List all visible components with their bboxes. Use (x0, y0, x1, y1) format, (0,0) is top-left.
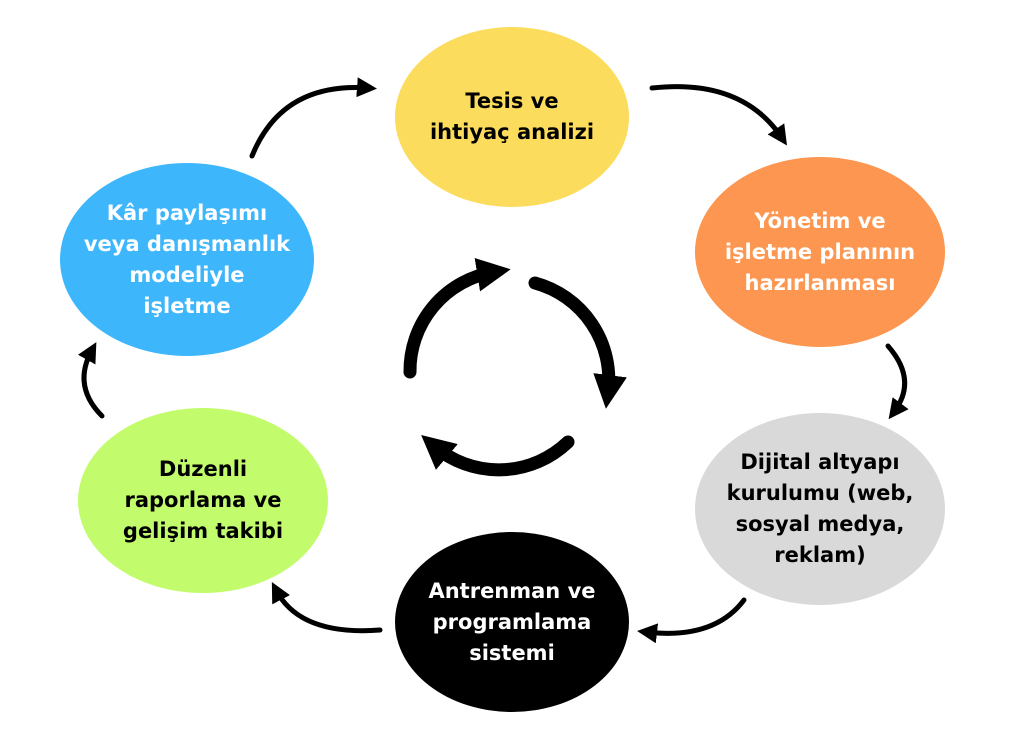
step-label-line: Düzenli (158, 457, 248, 481)
step-label-line: Antrenman ve (428, 578, 596, 603)
step-label-line: işletme planının (724, 239, 916, 264)
step-label: Dijital altyapı kurulumu (web, sosyal me… (727, 447, 914, 571)
step-label-line: Yönetim ve (754, 208, 886, 233)
step-label-line: sistemi (469, 640, 555, 665)
center-arrow-bottom (421, 435, 575, 477)
step-label-line: modeliyle (129, 262, 245, 287)
step-label-line: ihtiyaç analizi (429, 120, 595, 144)
step-label-line: kurulumu (web, (726, 481, 914, 505)
center-arrow-right (528, 276, 627, 409)
arrow-step1-to-step2 (649, 84, 787, 146)
arrow-step3-to-step4 (637, 597, 747, 644)
step-label: Düzenli raporlama ve gelişim takibi (123, 454, 283, 547)
step-label-line: işletme (143, 293, 231, 318)
arrow-step4-to-step5 (271, 582, 383, 634)
step-label-line: reklam) (774, 543, 866, 567)
step-facility-needs-analysis: Tesis ve ihtiyaç analizi (395, 27, 629, 207)
step-profit-sharing-model: Kâr paylaşımı veya danışmanlık modeliyle… (60, 163, 314, 356)
step-label-line: gelişim takibi (122, 519, 284, 543)
step-label-line: raporlama ve (124, 488, 282, 512)
step-management-plan: Yönetim ve işletme planının hazırlanması (695, 157, 945, 347)
step-label: Antrenman ve programlama sistemi (428, 576, 595, 669)
arrow-step2-to-step3 (885, 343, 909, 420)
step-label: Kâr paylaşımı veya danışmanlık modeliyle… (84, 198, 290, 322)
center-arrow-left (403, 258, 511, 379)
step-reporting-tracking: Düzenli raporlama ve gelişim takibi (78, 408, 328, 593)
step-label-line: programlama (432, 609, 592, 634)
step-label-line: Dijital altyapı (740, 450, 900, 474)
step-digital-infrastructure: Dijital altyapı kurulumu (web, sosyal me… (695, 413, 945, 605)
arrow-step6-to-step1 (249, 77, 377, 159)
step-label-line: Tesis ve (465, 89, 559, 113)
step-label-line: veya danışmanlık (83, 231, 291, 256)
step-label-line: sosyal medya, (735, 512, 905, 536)
step-label-line: Kâr paylaşımı (106, 200, 268, 225)
step-label-line: hazırlanması (744, 270, 896, 295)
step-label: Tesis ve ihtiyaç analizi (430, 86, 594, 148)
step-training-programming: Antrenman ve programlama sistemi (395, 532, 629, 712)
step-label: Yönetim ve işletme planının hazırlanması (725, 206, 915, 299)
arrow-step5-to-step6 (77, 342, 105, 419)
